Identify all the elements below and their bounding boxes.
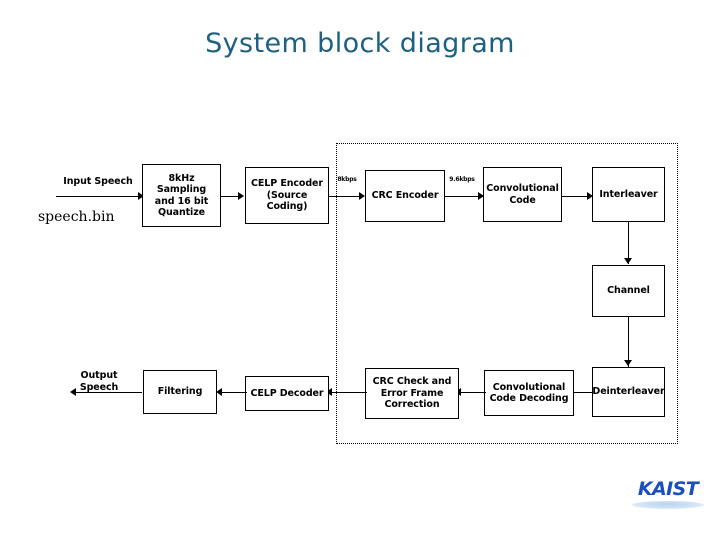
input-speech-label: Input Speech <box>63 176 133 187</box>
connector-deinterleaver-to-convolutional-decoding <box>570 392 592 393</box>
arrowhead-crc-check-to-celp-decoder <box>326 388 332 396</box>
arrowhead-input-to-sampling <box>138 192 144 200</box>
block-channel[interactable]: Channel <box>592 265 665 317</box>
connector-sampling-to-celp-encoder <box>221 196 240 197</box>
block-sampling-quantize[interactable]: 8kHz Sampling and 16 bit Quantize <box>142 164 221 227</box>
arrowhead-celp-decoder-to-filtering <box>216 388 222 396</box>
arrowhead-convolutional-code-to-interleaver <box>587 192 593 200</box>
block-interleaver[interactable]: Interleaver <box>592 167 665 222</box>
connector-filtering-to-output <box>76 392 142 393</box>
output-speech-label: Output Speech <box>79 370 119 393</box>
input-file-label: speech.bin <box>38 209 115 225</box>
connector-crc-encoder-to-convolutional-code <box>445 196 481 197</box>
arrowhead-interleaver-to-channel <box>624 258 632 264</box>
block-convolutional-code[interactable]: Convolutional Code <box>483 167 562 222</box>
connector-celp-encoder-to-crc-encoder <box>329 196 362 197</box>
rate-label-channel: 9.6kbps <box>449 176 475 183</box>
arrowhead-sampling-to-celp-encoder <box>238 192 244 200</box>
page-title: System block diagram <box>205 28 515 59</box>
block-celp-decoder[interactable]: CELP Decoder <box>245 376 329 411</box>
connector-input-to-sampling <box>56 196 140 197</box>
kaist-swoosh-icon <box>632 501 704 509</box>
arrowhead-channel-to-deinterleaver <box>624 360 632 366</box>
kaist-logo: KAIST <box>631 478 705 512</box>
block-celp-encoder[interactable]: CELP Encoder (Source Coding) <box>245 167 329 224</box>
connector-convolutional-decoding-to-crc-check <box>458 392 486 393</box>
arrowhead-celp-encoder-to-crc-encoder <box>359 192 365 200</box>
block-filtering[interactable]: Filtering <box>143 370 217 414</box>
arrowhead-filtering-to-output <box>70 388 76 396</box>
connector-convolutional-code-to-interleaver <box>562 196 590 197</box>
block-crc-encoder[interactable]: CRC Encoder <box>365 170 445 222</box>
block-convolutional-code-decoding[interactable]: Convolutional Code Decoding <box>484 370 574 416</box>
block-crc-check-error-frame-correction[interactable]: CRC Check and Error Frame Correction <box>365 368 459 419</box>
kaist-wordmark-label: KAIST <box>637 478 699 500</box>
arrowhead-crc-encoder-to-convolutional-code <box>478 192 484 200</box>
connector-channel-to-deinterleaver <box>628 317 629 367</box>
transmission-grouping-region <box>336 143 678 444</box>
block-deinterleaver[interactable]: Deinterleaver <box>592 367 665 417</box>
rate-label-source: 8kbps <box>337 176 357 183</box>
connector-celp-decoder-to-filtering <box>219 392 247 393</box>
connector-interleaver-to-channel <box>628 222 629 264</box>
connector-crc-check-to-celp-decoder <box>329 392 367 393</box>
